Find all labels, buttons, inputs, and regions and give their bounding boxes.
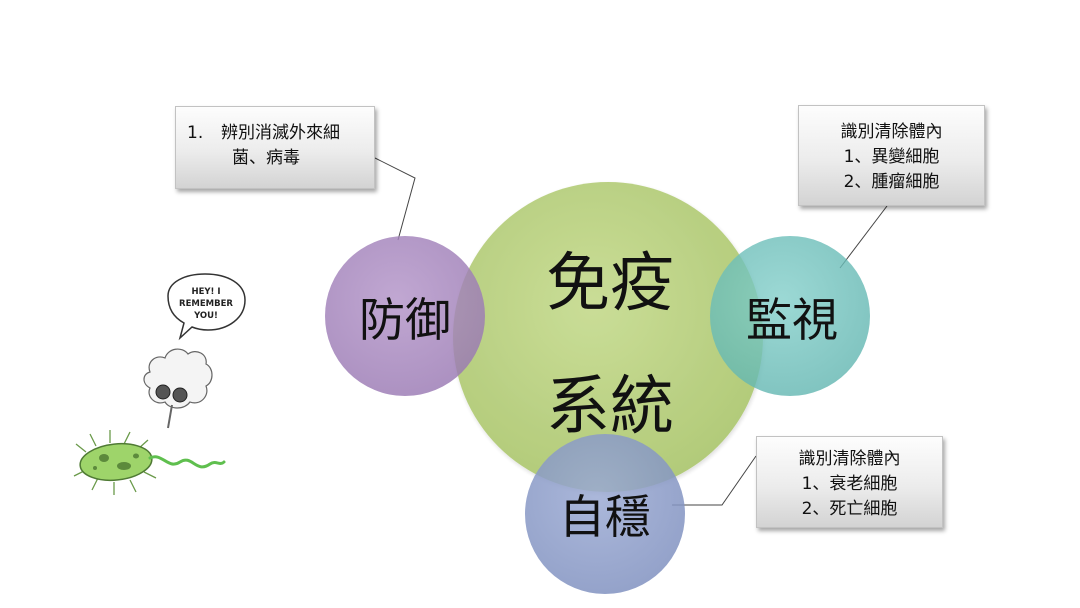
defense-circle <box>325 236 485 396</box>
homeostasis-label: 自穩 <box>559 490 651 544</box>
connector-surveillance <box>839 205 888 269</box>
callout-defense-text1: 辨別消滅外來細 <box>221 123 340 143</box>
callout-homeostasis: 識別清除體內 1、衰老細胞 2、死亡細胞 <box>756 436 943 528</box>
callout-surveillance: 識別清除體內 1、異變細胞 2、腫瘤細胞 <box>798 105 985 206</box>
surveillance-label: 監視 <box>746 293 838 347</box>
callout-defense-line2: 菌、病毒 <box>232 148 300 168</box>
connector-homeostasis <box>672 455 757 506</box>
bacterium-icon <box>73 430 226 495</box>
homeostasis-circle <box>525 434 685 594</box>
binoculars-lens-icon <box>172 387 188 403</box>
callout-defense-number: 1. <box>187 123 204 143</box>
callout-homeostasis-line3: 2、死亡細胞 <box>801 499 898 519</box>
cell-arm-icon <box>167 404 173 429</box>
speech-text-line2: REMEMBER <box>179 299 233 309</box>
callout-surveillance-line1: 識別清除體內 <box>840 122 943 142</box>
center-circle <box>453 182 763 492</box>
defense-label: 防御 <box>359 293 451 347</box>
callout-homeostasis-line2: 1、衰老細胞 <box>801 474 898 494</box>
callout-homeostasis-line1: 識別清除體內 <box>798 449 901 469</box>
connector-defense <box>374 157 416 241</box>
speech-text-line3: YOU! <box>193 311 218 321</box>
speech-text-line1: HEY! I <box>191 287 220 297</box>
callout-surveillance-line3: 2、腫瘤細胞 <box>843 172 940 192</box>
binoculars-icon <box>155 384 171 400</box>
center-label-line1: 免疫 <box>546 247 674 321</box>
cartoon-illustration: HEY! I REMEMBER YOU! <box>73 273 246 495</box>
center-label-line2: 系統 <box>546 370 674 444</box>
callout-defense-line1: 1. 辨別消滅外來細 <box>187 121 366 146</box>
callout-surveillance-line2: 1、異變細胞 <box>843 147 940 167</box>
callout-defense: 1. 辨別消滅外來細 菌、病毒 <box>175 106 375 189</box>
surveillance-circle <box>710 236 870 396</box>
speech-bubble <box>167 273 246 341</box>
